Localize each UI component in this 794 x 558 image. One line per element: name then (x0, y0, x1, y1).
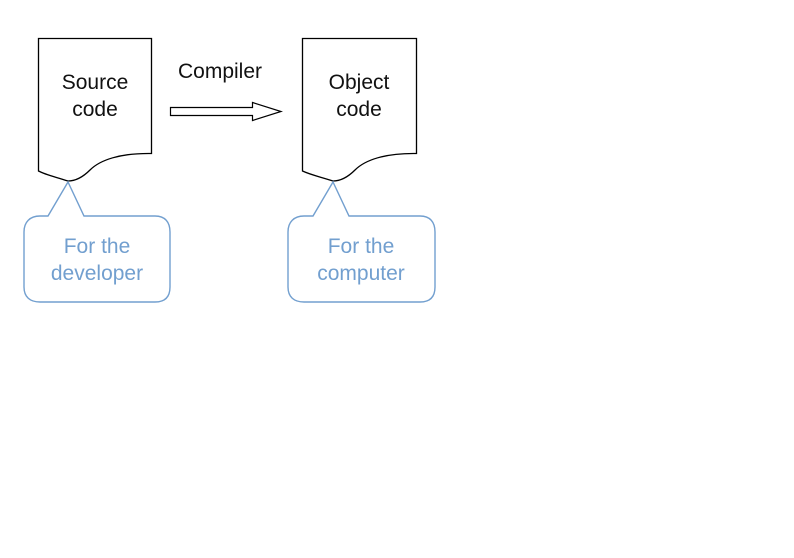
source-doc-line2: code (72, 98, 118, 121)
computer-callout-line2: computer (317, 262, 405, 285)
document-shape (37, 37, 153, 182)
developer-callout-line1: For the (64, 235, 131, 258)
computer-callout[interactable]: For the computer (287, 180, 436, 303)
computer-callout-line1: For the (328, 235, 395, 258)
compile-arrow-icon[interactable] (169, 101, 283, 122)
callout-shape (23, 180, 171, 303)
compiler-label: Compiler (178, 60, 262, 83)
source-code-document[interactable]: Source code (37, 37, 153, 182)
source-doc-line1: Source (62, 71, 129, 94)
callout-shape (287, 180, 436, 303)
object-doc-line2: code (336, 98, 382, 121)
object-code-document[interactable]: Object code (301, 37, 418, 182)
developer-callout[interactable]: For the developer (23, 180, 171, 303)
developer-callout-line2: developer (51, 262, 143, 285)
document-shape (301, 37, 418, 182)
object-doc-line1: Object (329, 71, 390, 94)
